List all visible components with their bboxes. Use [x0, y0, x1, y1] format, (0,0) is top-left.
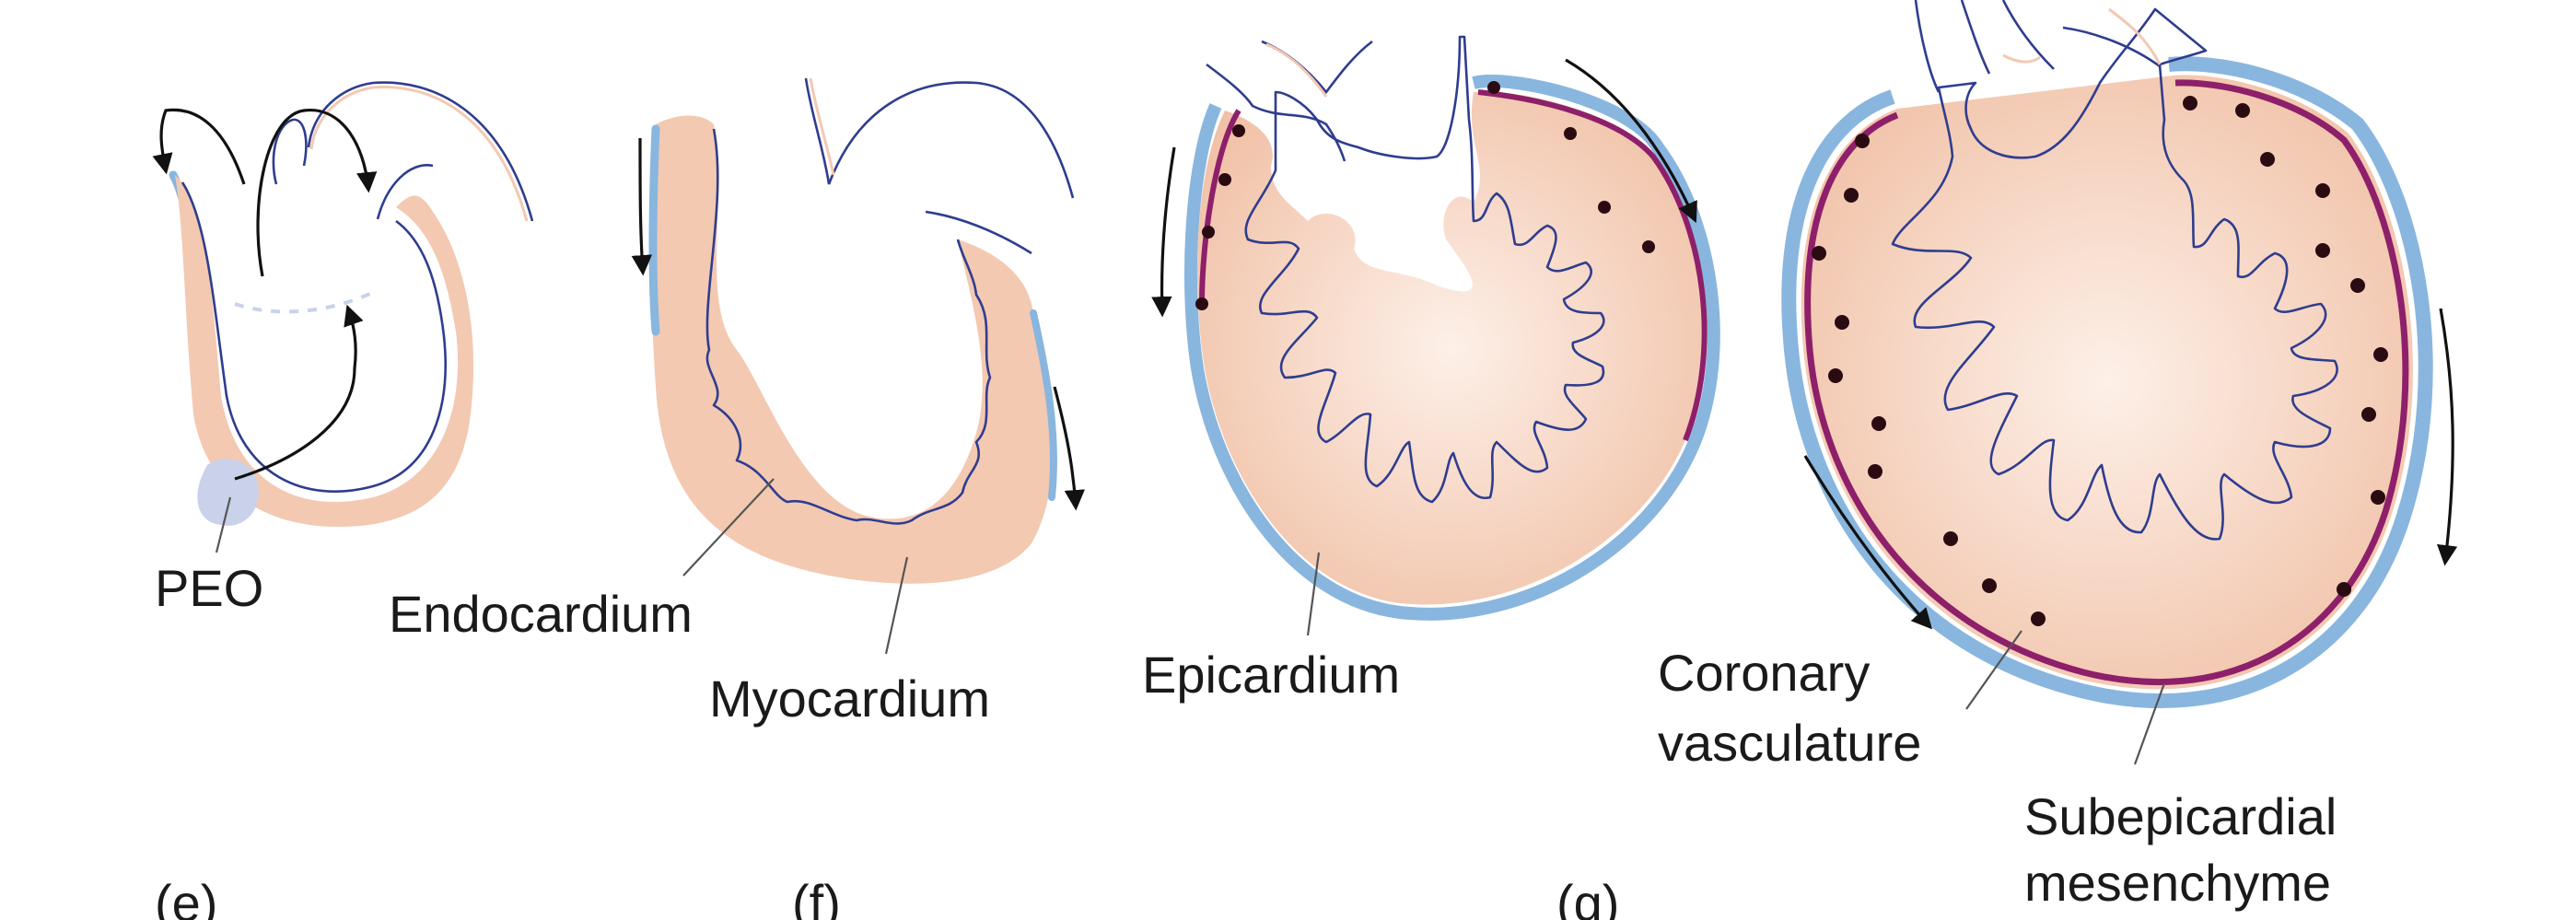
label-endocardium: Endocardium	[389, 585, 693, 643]
stage-1-heart: PEO (e)	[152, 81, 534, 920]
stage-4-arrow-right	[2436, 308, 2458, 566]
stage-1-outflow	[272, 118, 308, 185]
stage-4-arrow-left	[1803, 455, 1932, 630]
stage-3-arrow-left	[1151, 146, 1176, 318]
stage-3-myocardium	[1196, 91, 1705, 605]
stage-2-arrow-left	[631, 137, 652, 276]
leader-endocardium	[682, 478, 775, 576]
leader-subepicardial-mesenchyme	[2133, 682, 2166, 765]
stage-4-vessels	[1812, 96, 2388, 626]
stage-3-arrow-right	[1565, 58, 1697, 224]
stage-4-heart: Coronary vasculature Subepicardial mesen…	[1658, 0, 2458, 912]
label-subepicardial-line2: mesenchyme	[2024, 854, 2331, 912]
stage-3-outflow	[1206, 63, 1346, 162]
stage-2-atrium	[925, 210, 1032, 255]
stage-3-epicardium	[1183, 75, 1720, 621]
stage-2-myocardium	[650, 115, 1054, 584]
stage-3-coronary-layer-left	[1199, 109, 1241, 305]
label-epicardium: Epicardium	[1142, 646, 1400, 704]
stage-2-arrow-right	[1053, 386, 1085, 511]
stage-3-vessels	[1195, 81, 1655, 310]
stage-1-arrow-up	[234, 304, 364, 481]
stage-4-myocardium	[1801, 75, 2413, 690]
stage-3-endocardium	[1244, 35, 1605, 504]
leader-epicardium	[1306, 552, 1321, 636]
stage-3-coronary-layer	[1477, 89, 1708, 442]
label-subepicardial-line1: Subepicardial	[2024, 787, 2337, 845]
stage-4-outflow	[1914, 0, 2161, 93]
leader-coronary-vasculature	[1965, 630, 2022, 710]
panel-letter-f: (f)	[792, 874, 841, 920]
leader-peo	[215, 496, 232, 553]
label-peo: PEO	[155, 559, 263, 617]
label-coronary-line1: Coronary	[1658, 644, 1870, 702]
label-coronary-line2: vasculature	[1658, 714, 1921, 772]
label-myocardium: Myocardium	[709, 670, 990, 728]
stage-4-endocardium	[1891, 7, 2338, 541]
stage-4-outflow-pink	[2002, 7, 2162, 65]
stage-2-heart: Endocardium Myocardium (f)	[389, 77, 1085, 920]
stage-3-heart: Epicardium (g)	[1142, 35, 1720, 920]
stage-4-coronary-layer	[1804, 79, 2409, 686]
stage-2-epicardium-right	[1030, 309, 1057, 501]
stage-1-arrow-top	[256, 109, 378, 277]
stage-2-outflow	[804, 77, 1075, 199]
stage-3-outflow-v-pink	[1265, 42, 1328, 98]
stage-1-arrow-left	[152, 108, 246, 185]
stage-1-endocardium	[181, 181, 447, 493]
stage-1-dashed-septum	[234, 288, 379, 314]
stage-2-endocardium	[705, 128, 992, 525]
stage-2-epicardium-left	[648, 124, 660, 336]
stage-4-epicardium	[1781, 56, 2433, 708]
stage-1-atrium	[376, 164, 434, 220]
peo-blob	[197, 458, 259, 526]
panel-letter-e: (e)	[155, 874, 217, 920]
leader-myocardium	[884, 556, 909, 655]
panel-letter-g: (g)	[1556, 874, 1619, 920]
stage-2-outflow-pink	[809, 77, 835, 176]
